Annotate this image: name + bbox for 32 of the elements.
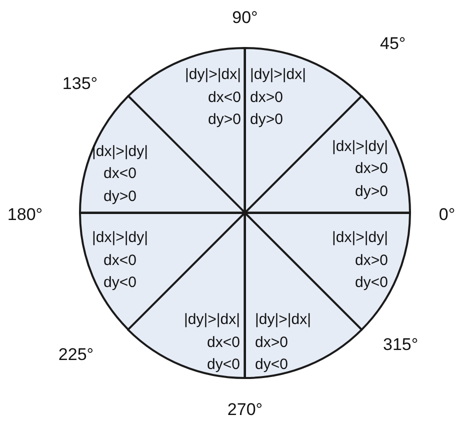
condition-text: dy>0 [104,188,136,206]
condition-text: dx<0 [104,165,136,184]
condition-text: |dy|>|dx| [250,66,306,84]
angle-label: 270° [227,400,263,420]
condition-text: dx<0 [104,252,136,270]
angle-label: 180° [7,205,43,225]
condition-text: dx>0 [355,252,388,270]
angle-label: 315° [383,335,418,355]
condition-text: |dy|>|dx| [184,311,240,329]
condition-text: |dx|>|dy| [332,138,388,156]
angle-label: 45° [380,34,406,54]
angle-label: 225° [58,345,94,365]
condition-text: |dx|>|dy| [92,229,148,247]
condition-text: dy<0 [255,356,288,374]
condition-text: |dx|>|dy| [332,229,388,247]
condition-text: dy>0 [250,111,283,129]
condition-text: dy<0 [355,274,388,292]
condition-text: dx>0 [255,334,288,352]
condition-text: |dy|>|dx| [184,66,241,84]
condition-text: dy>0 [355,182,388,201]
angle-label: 90° [232,8,258,28]
condition-text: dx<0 [207,334,240,352]
condition-text: |dx|>|dy| [92,142,148,161]
condition-text: dx>0 [355,160,388,178]
condition-text: dy<0 [207,356,240,374]
condition-text: |dy|>|dx| [255,311,312,329]
condition-text: dx<0 [208,88,241,106]
condition-text: dx>0 [250,88,283,106]
angle-label: 0° [438,205,456,225]
condition-text: dy<0 [104,274,136,292]
condition-text: dy>0 [208,111,241,129]
angle-label: 135° [62,74,98,94]
